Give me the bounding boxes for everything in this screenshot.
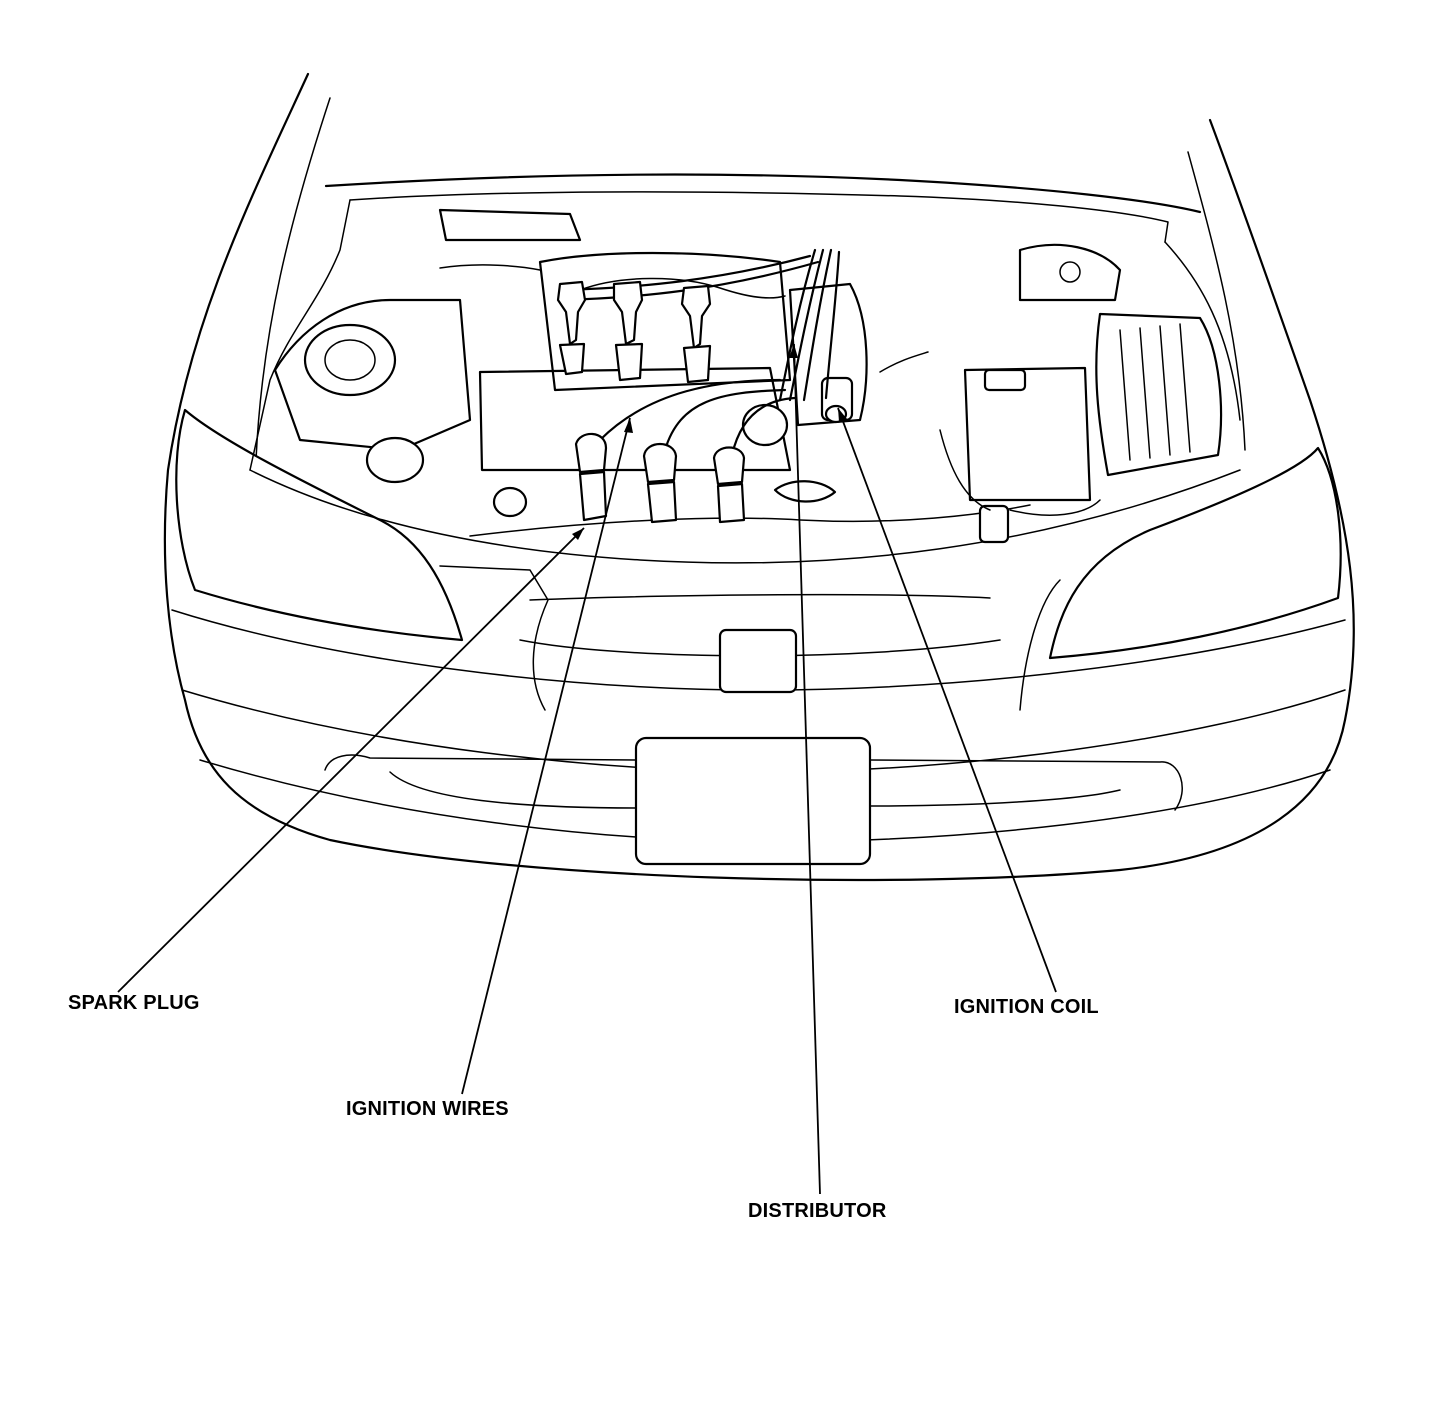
- left-headlight: [175, 408, 464, 642]
- front-grille: [439, 565, 1061, 711]
- distributor-arrowhead: [789, 344, 798, 358]
- spark-plug-label: SPARK PLUG: [68, 992, 200, 1014]
- ignition-coil-arrowhead: [838, 408, 847, 422]
- ignition-wires-arrowhead: [624, 418, 633, 433]
- spark-plug-leader: [117, 527, 585, 993]
- ignition-wire-bundle: [558, 248, 841, 457]
- hood-details: [439, 264, 1101, 516]
- spark-plug-arrowhead: [572, 528, 584, 540]
- car-body: [163, 72, 1355, 882]
- distributor-assembly: [788, 282, 868, 427]
- distributor-leader: [793, 343, 821, 1195]
- ignition-wires-leader: [461, 417, 631, 1095]
- valve-cover: [538, 251, 792, 392]
- spark-plug-boots-lower: [574, 432, 746, 524]
- ignition-wires-label: IGNITION WIRES: [346, 1098, 509, 1120]
- ignition-coil-leader: [837, 407, 1057, 993]
- right-headlight: [1048, 446, 1342, 660]
- leader-lines: [117, 343, 1057, 1195]
- distributor-label: DISTRIBUTOR: [748, 1200, 887, 1222]
- ignition-coil-label: IGNITION COIL: [954, 996, 1099, 1018]
- engine-bay: [249, 173, 1241, 564]
- spark-plug-boots-upper: [556, 280, 712, 384]
- engine-components: [273, 208, 1223, 544]
